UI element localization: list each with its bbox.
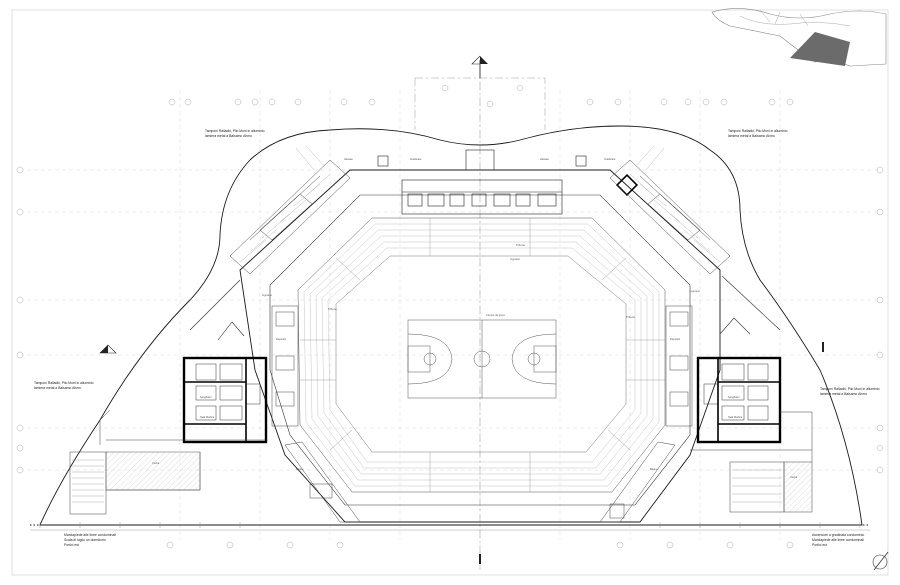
svg-text:Gradinate: Gradinate — [410, 157, 422, 161]
left-plaza — [69, 409, 266, 515]
lower-wings — [284, 441, 676, 523]
svg-text:lamiera metal a Balsamo Ahmo: lamiera metal a Balsamo Ahmo — [728, 134, 775, 138]
section-marker-icon — [479, 554, 481, 564]
court-label: Campo da gioco — [486, 313, 505, 317]
building-envelope — [39, 125, 863, 526]
note-bottom-right: Ascensore a gradinata condominio — [812, 533, 864, 537]
svg-text:Sala Medica: Sala Medica — [200, 415, 215, 419]
section-marker-icon — [822, 342, 824, 352]
arena-floor — [335, 255, 627, 453]
key-plan-icon — [711, 8, 887, 67]
svg-text:lamiera metal a Balsamo Ahmo: lamiera metal a Balsamo Ahmo — [34, 386, 81, 390]
svg-text:Hassae: Hassae — [540, 157, 549, 161]
svg-text:lamiera metal a Balsamo Ahmo: lamiera metal a Balsamo Ahmo — [205, 134, 252, 138]
stair-core — [615, 173, 639, 197]
grid-bubbles — [16, 84, 884, 549]
svg-text:Bagno: Bagno — [296, 467, 304, 471]
svg-text:Portici est: Portici est — [64, 543, 79, 547]
svg-text:Tribuna: Tribuna — [516, 243, 525, 247]
svg-text:Deposito: Deposito — [670, 337, 681, 341]
annotation-notes: Tamponi Ralladki, Pilo Moni in alluminio… — [34, 129, 880, 547]
svg-text:Spogliatoi: Spogliatoi — [200, 395, 212, 399]
note-left: Tamponi Ralladki, Pilo Moni in alluminio — [34, 381, 94, 385]
note-top-left: Tamponi Ralladki, Pilo Moni in alluminio — [205, 129, 265, 133]
drawing-frame — [11, 9, 889, 576]
envelope-walls — [189, 275, 781, 341]
dimension-ticks — [39, 522, 861, 528]
side-corridors — [271, 305, 693, 427]
section-marker-icon — [471, 55, 488, 78]
svg-text:Spogliatoi: Spogliatoi — [728, 395, 740, 399]
svg-text:lamiera metal a Balsamo Ahmo: lamiera metal a Balsamo Ahmo — [820, 392, 867, 396]
svg-text:Marciapiede alle linee condomi: Marciapiede alle linee condominali — [812, 538, 864, 542]
svg-text:Uscita: Uscita — [790, 475, 798, 479]
svg-text:Sala Medica: Sala Medica — [728, 415, 743, 419]
left-service-block — [182, 356, 268, 444]
room-labels: Hassae Hassae Gradinate Gradinate Spogli… — [152, 157, 798, 479]
right-plaza — [690, 411, 813, 513]
svg-text:Tribuna: Tribuna — [626, 315, 635, 319]
svg-text:Ingresso: Ingresso — [262, 293, 273, 297]
arena-outer-ring — [239, 169, 721, 523]
svg-text:Deposito: Deposito — [276, 337, 287, 341]
central-axis — [414, 66, 546, 570]
seating-rows — [303, 223, 660, 487]
svg-text:Tribuna: Tribuna — [328, 307, 337, 311]
arena-concourse — [269, 194, 691, 506]
right-service-block — [696, 356, 782, 444]
basketball-court — [407, 319, 557, 399]
svg-text:Scala di luglio un dormitorio: Scala di luglio un dormitorio — [64, 538, 106, 542]
north-arrow-icon — [872, 551, 889, 571]
note-bottom-left: Marciapiede alle linee condominali — [64, 533, 116, 537]
svg-text:Ingresso: Ingresso — [690, 289, 701, 293]
svg-text:Portici est: Portici est — [812, 543, 827, 547]
svg-text:Bagno: Bagno — [650, 467, 658, 471]
note-top-right: Tamponi Ralladki, Pilo Moni in alluminio — [728, 129, 788, 133]
svg-text:Ingresso: Ingresso — [510, 257, 521, 261]
left-stair — [72, 459, 104, 503]
section-marker-icon — [99, 344, 117, 354]
svg-text:Uscita: Uscita — [152, 461, 160, 465]
seating-outer-edge — [297, 217, 666, 493]
note-right: Tamponi Ralladki, Pilo Moni in alluminio — [820, 387, 880, 391]
svg-text:Gradinate: Gradinate — [604, 157, 616, 161]
right-stair — [732, 469, 782, 503]
seating-aisles — [300, 218, 665, 492]
top-service-block — [377, 149, 587, 215]
svg-text:Hassae: Hassae — [344, 157, 353, 161]
wing-hatch — [239, 145, 721, 263]
